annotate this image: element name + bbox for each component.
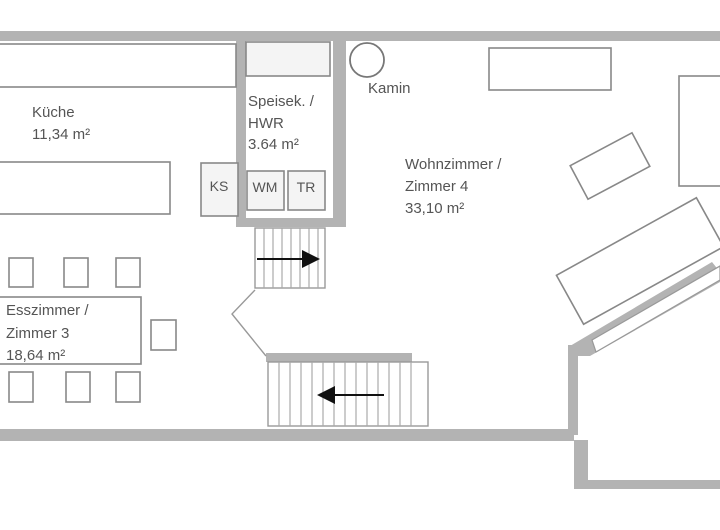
sofa-right	[678, 75, 720, 187]
right-bottom-wall	[586, 480, 720, 489]
dining-name-line2: Zimmer 3	[6, 325, 69, 342]
fireplace-icon	[349, 42, 385, 78]
dining-chair-right	[150, 319, 177, 351]
dining-area: 18,64 m²	[6, 347, 65, 364]
kitchen-island	[0, 161, 171, 215]
stair-landing-wall	[266, 353, 412, 362]
pantry-name-line1: Speisek. /	[248, 93, 315, 110]
dining-chair-top-2	[63, 257, 89, 288]
sofa-diagonal	[555, 196, 720, 326]
living-name-line1: Wohnzimmer /	[405, 156, 502, 173]
dining-name-line1: Esszimmer /	[6, 302, 89, 319]
washer-label: WM	[253, 179, 278, 195]
dining-chair-bottom-3	[115, 371, 141, 403]
bottom-wall	[0, 429, 574, 441]
stair-arrow-left-icon	[317, 386, 384, 404]
living-area: 33,10 m²	[405, 200, 464, 217]
dining-chair-top-1	[8, 257, 34, 288]
bay-window	[591, 265, 720, 353]
pantry-left-wall	[236, 36, 246, 226]
lower-stair-treads	[278, 362, 412, 426]
pantry-right-wall	[333, 36, 346, 226]
pantry-area: 3.64 m²	[248, 136, 299, 153]
bay-wall-lower	[574, 440, 588, 489]
stair-arrow-right-icon	[257, 250, 320, 268]
washer	[246, 170, 285, 211]
sideboard	[488, 47, 612, 91]
dryer-label: TR	[297, 179, 316, 195]
kitchen-counter-top	[0, 43, 237, 88]
stair-landing-outline	[231, 289, 267, 357]
armchair	[569, 131, 651, 201]
bay-wall-left	[568, 345, 578, 435]
pantry-bottom-wall	[236, 218, 346, 227]
pantry-name-line2: HWR	[248, 115, 284, 132]
top-wall	[0, 31, 720, 41]
living-name-line2: Zimmer 4	[405, 178, 468, 195]
dining-table	[0, 296, 142, 365]
dining-chair-bottom-2	[65, 371, 91, 403]
kitchen-area: 11,34 m²	[32, 126, 90, 143]
dining-chair-bottom-1	[8, 371, 34, 403]
kitchen-name: Küche	[32, 104, 75, 121]
dryer	[287, 170, 326, 211]
fridge	[200, 162, 239, 217]
pantry-shelf	[245, 41, 331, 77]
fireplace-label: Kamin	[368, 80, 411, 97]
fridge-label: KS	[210, 178, 229, 194]
dining-chair-top-3	[115, 257, 141, 288]
